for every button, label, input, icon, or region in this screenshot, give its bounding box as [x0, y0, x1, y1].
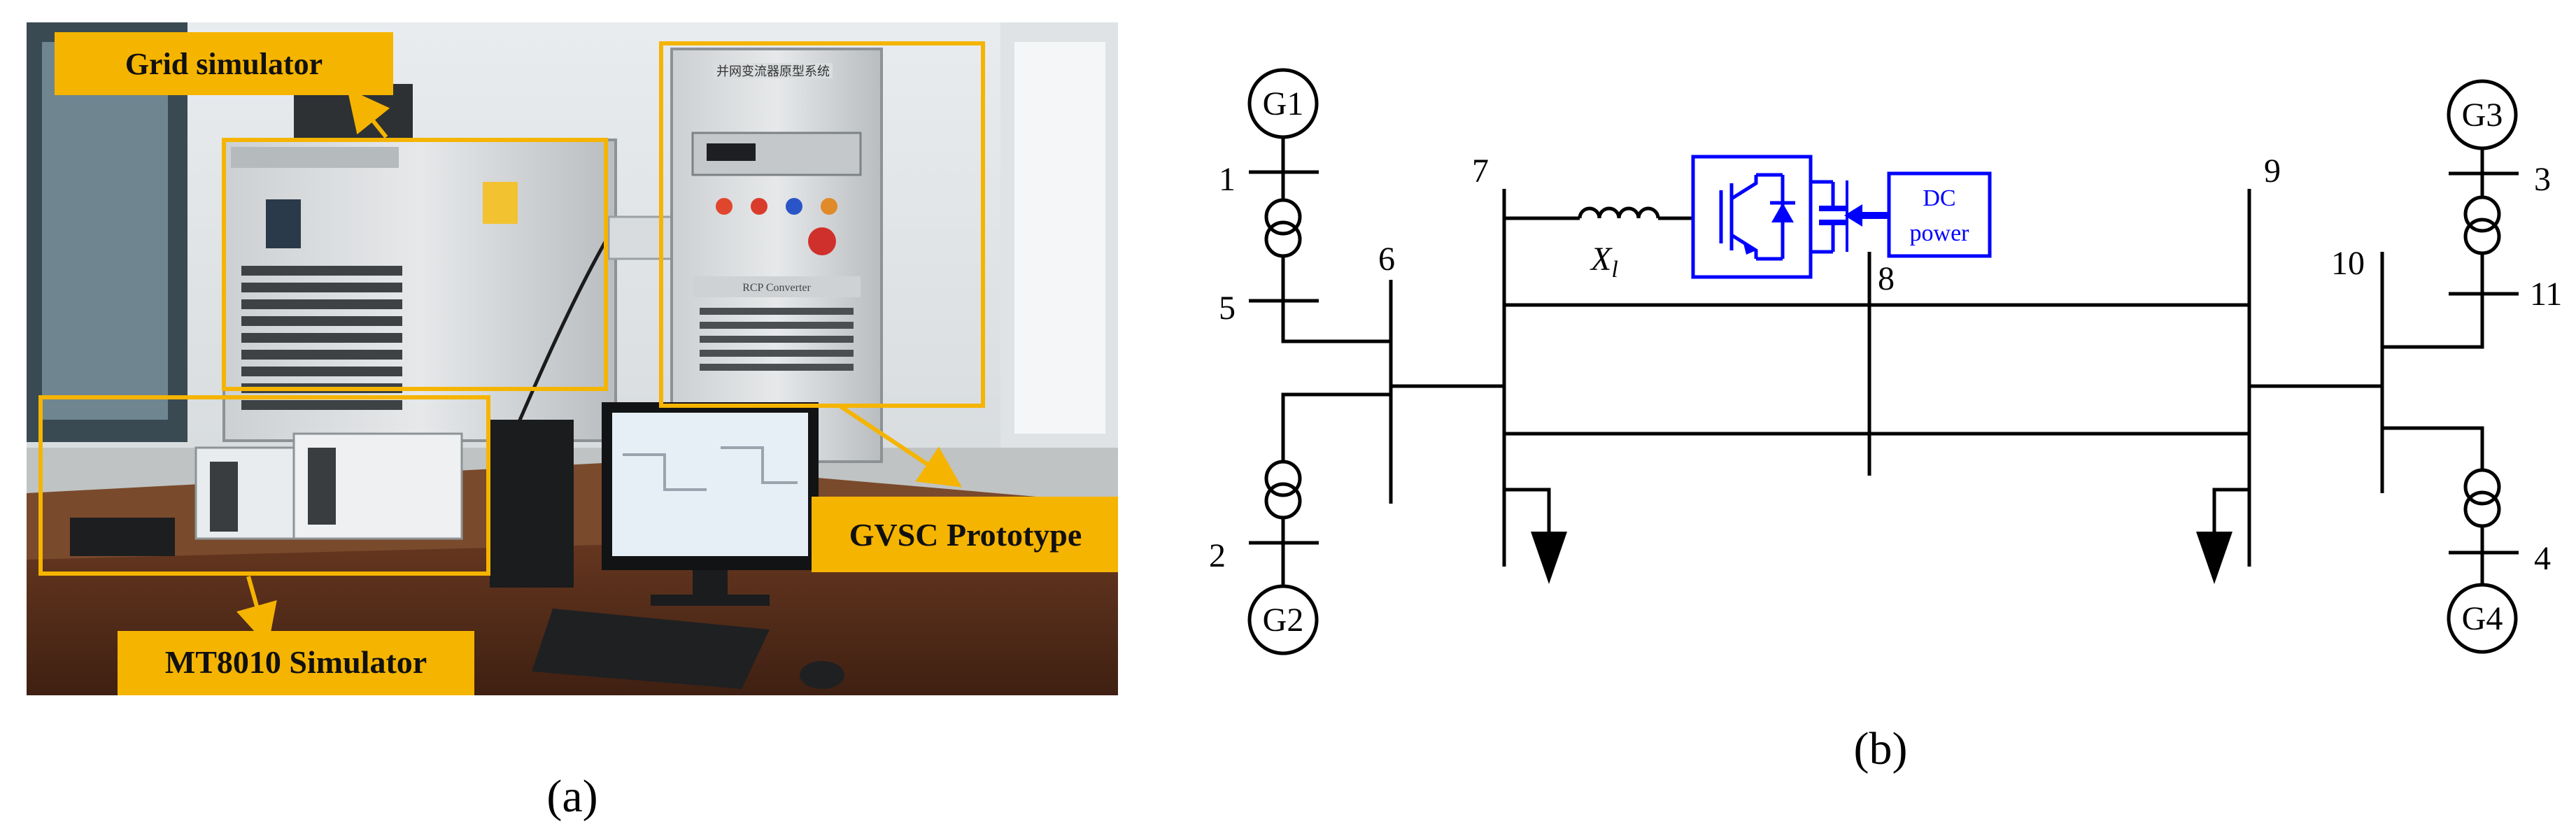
- dc-source-line2: power: [1910, 220, 1970, 246]
- lab-photo: 并网变流器原型系统 RCP Converter: [27, 22, 1118, 695]
- bus-5-label: 5: [1219, 290, 1236, 327]
- generator-g1-label: G1: [1263, 85, 1304, 122]
- cabinet-rcp-text: RCP Converter: [742, 282, 811, 294]
- generator-g3-label: G3: [2462, 97, 2503, 134]
- gvsc-converter-symbol: [1691, 155, 1992, 279]
- generator-g4-symbol: [2447, 583, 2518, 654]
- bus-4-label: 4: [2534, 540, 2551, 577]
- bus-10-label: 10: [2331, 245, 2365, 282]
- bus-8-label: 8: [1878, 260, 1895, 297]
- grid-simulator-frame: [222, 138, 608, 391]
- mt8010-hardware: [70, 432, 463, 556]
- gvsc-cabinet: 并网变流器原型系统 RCP Converter: [670, 48, 883, 463]
- gvsc-prototype-text: GVSC Prototype: [849, 517, 1082, 553]
- inductor-xl: [1578, 206, 1660, 219]
- generator-g2-label: G2: [1263, 602, 1304, 639]
- grid-simulator-text: Grid simulator: [125, 47, 323, 81]
- mt8010-text: MT8010 Simulator: [165, 644, 427, 680]
- gvsc-prototype-label: GVSC Prototype: [812, 497, 1118, 572]
- grid-simulator-label: Grid simulator: [55, 32, 393, 95]
- dc-source-line1: DC: [1923, 185, 1955, 211]
- generator-g3-symbol: [2447, 79, 2518, 150]
- cabinet-title-text: 并网变流器原型系统: [716, 64, 830, 78]
- bus-9-label: 9: [2264, 152, 2281, 190]
- power-system-diagram: [1247, 68, 2519, 655]
- bus-6-label: 6: [1378, 241, 1395, 278]
- generator-g2-symbol: [1247, 584, 1319, 655]
- generator-g4-label: G4: [2462, 600, 2503, 637]
- mt8010-frame: [38, 395, 490, 576]
- bus-11-label: 11: [2530, 276, 2562, 313]
- gvsc-frame: [659, 41, 985, 408]
- mt8010-label: MT8010 Simulator: [118, 631, 474, 695]
- bus-7-label: 7: [1472, 152, 1489, 190]
- bus-1-label: 1: [1219, 161, 1236, 198]
- pc-monitor: [602, 402, 819, 606]
- reactance-label: Xl: [1590, 241, 1618, 283]
- bus-2-label: 2: [1209, 537, 1226, 574]
- caption-b: (b): [1854, 723, 1908, 774]
- caption-a: (a): [546, 771, 597, 822]
- bus-3-label: 3: [2534, 161, 2551, 198]
